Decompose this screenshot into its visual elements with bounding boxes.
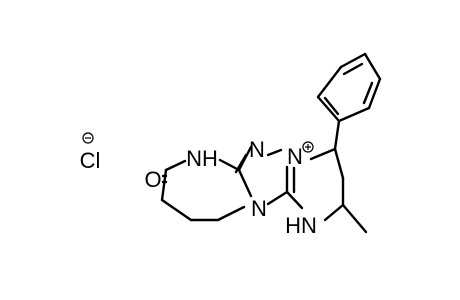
bond [218, 158, 241, 172]
bond [164, 159, 187, 172]
atom-label-oxygen: O [144, 167, 161, 192]
atom-label-hn-lower: HN [285, 213, 317, 238]
bond [160, 168, 168, 202]
bond [341, 203, 368, 234]
atom-label-n-cation: N [287, 144, 303, 169]
atom-label-chloride: Cl [80, 148, 101, 173]
bond [285, 190, 304, 210]
bond [333, 119, 341, 151]
right-ring [285, 147, 368, 234]
bond [266, 190, 289, 206]
atom-label-n-upper: N [249, 137, 265, 162]
bond [333, 147, 345, 180]
bond [363, 52, 382, 81]
bond [316, 65, 343, 99]
phenyl-ring [316, 52, 382, 123]
bond [337, 106, 371, 123]
atom-label-nh-left: NH [186, 146, 218, 171]
bond [316, 95, 341, 123]
bond [367, 77, 382, 110]
bond [216, 205, 246, 222]
bond [339, 52, 367, 69]
triazole-ring [234, 145, 296, 206]
bond [309, 147, 337, 161]
bond [362, 81, 374, 105]
atom-label-n-bridge: N [251, 196, 267, 221]
bond [266, 148, 283, 157]
bond [160, 198, 193, 222]
bond [323, 203, 345, 222]
bond [323, 96, 340, 116]
bond [342, 62, 364, 76]
negative-charge-icon [82, 132, 94, 144]
positive-charge-icon [302, 141, 314, 153]
bond [237, 168, 253, 198]
